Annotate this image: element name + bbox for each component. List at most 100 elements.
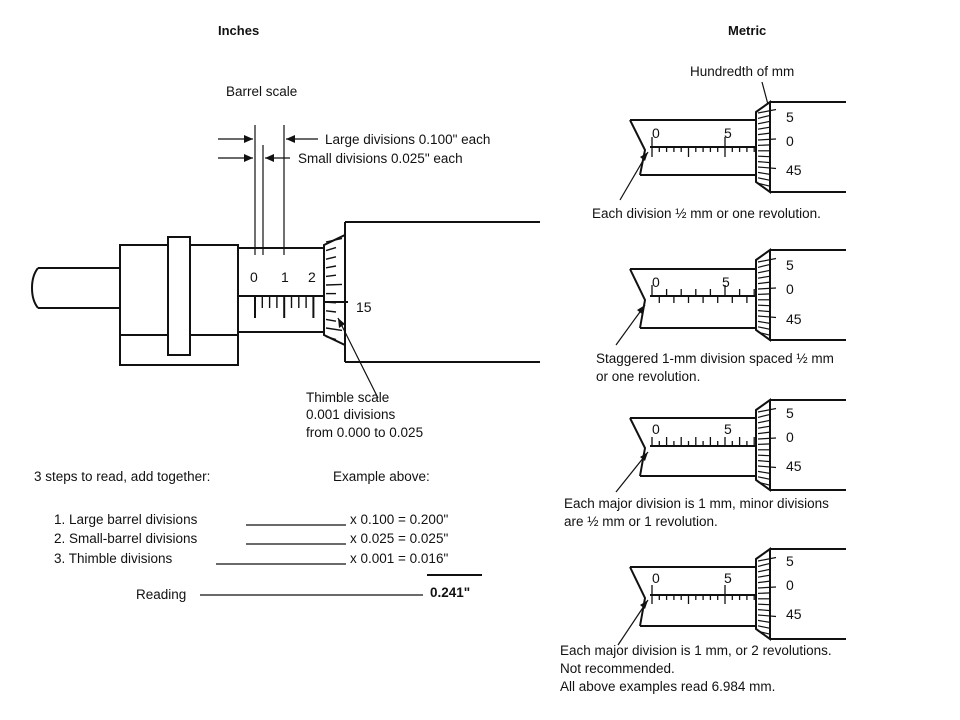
metric-caption: Each major division is 1 mm, minor divis… [564, 496, 829, 511]
metric-thimble-number: 0 [786, 281, 794, 297]
scale-tick [757, 603, 771, 606]
metric-panel: 0 5 5 0 45 Staggered 1-mm division space… [596, 248, 846, 384]
metric-thimble-number: 45 [786, 162, 802, 178]
step-formula: x 0.001 = 0.016" [350, 551, 448, 566]
step-formula: x 0.100 = 0.200" [350, 512, 448, 527]
scale-tick [757, 562, 771, 567]
scale-tick [757, 407, 777, 413]
scale-tick [757, 609, 771, 612]
step-formula: x 0.025 = 0.025" [350, 531, 448, 546]
scale-tick [757, 619, 771, 623]
scale-tick [757, 443, 771, 445]
inch-micrometer: 0 1 2 15 Barrel scale Large divisions 0.… [31, 84, 540, 440]
scale-tick [757, 574, 771, 578]
metric-panel: 0 5 5 0 45 Each division ½ mm or one rev… [592, 100, 846, 221]
scale-tick [757, 592, 771, 594]
metric-header: Metric [728, 23, 766, 38]
metric-thimble-number: 5 [786, 553, 794, 569]
metric-caption: All above examples read 6.984 mm. [560, 679, 775, 694]
scale-tick [757, 275, 771, 279]
scale-tick [757, 465, 777, 469]
metric-thimble-number: 45 [786, 458, 802, 474]
barrel-sleeve [237, 247, 325, 333]
scale-tick [757, 419, 771, 424]
steps-title: 3 steps to read, add together: [34, 469, 210, 484]
barrel-number: 2 [308, 269, 316, 285]
example-title: Example above: [333, 469, 430, 484]
metric-barrel-number: 0 [652, 570, 660, 586]
scale-tick [757, 454, 771, 457]
metric-thimble-number: 5 [786, 109, 794, 125]
barrel-ticks [254, 296, 315, 318]
scale-tick [757, 155, 771, 158]
scale-tick [757, 304, 771, 307]
scale-tick [757, 437, 777, 440]
scale-tick [757, 166, 777, 170]
step-label: 1. Large barrel divisions [54, 512, 198, 527]
metric-barrel-number: 0 [652, 125, 660, 141]
metric-caption: or one revolution. [596, 369, 700, 384]
metric-caption: Not recommended. [560, 661, 675, 676]
metric-barrel-number: 5 [724, 570, 732, 586]
metric-thimble-ticks [757, 556, 777, 635]
scale-tick [325, 283, 343, 286]
metric-thimble-number: 45 [786, 311, 802, 327]
metric-barrel-number: 0 [652, 421, 660, 437]
scale-tick [325, 335, 337, 341]
reading-value: 0.241" [430, 585, 470, 600]
scale-tick [757, 171, 771, 175]
scale-tick [757, 177, 771, 181]
scale-tick [757, 556, 777, 562]
thimble-leader-line [337, 317, 379, 399]
metric-barrel-ticks [651, 585, 755, 604]
scale-tick [757, 470, 771, 474]
scale-tick [325, 246, 337, 252]
metric-barrel-ticks [651, 137, 755, 157]
metric-panel: 0 5 5 0 45 Each major division is 1 mm, … [564, 398, 846, 529]
scale-tick [757, 331, 771, 336]
metric-panel: 0 5 5 0 45 Each major division is 1 mm, … [560, 547, 846, 694]
metric-panels: 0 5 5 0 45 Each division ½ mm or one rev… [560, 100, 846, 694]
reading-label: Reading [136, 587, 186, 602]
metric-thimble-ticks [757, 108, 777, 187]
scale-tick [757, 614, 777, 618]
scale-tick [325, 274, 337, 278]
scale-tick [757, 161, 771, 164]
scale-tick [325, 237, 343, 243]
thimble-scale-label: Thimble scale [306, 390, 389, 405]
scale-tick [325, 265, 337, 269]
scale-tick [757, 138, 777, 141]
scale-tick [757, 413, 771, 418]
scale-tick [757, 257, 777, 263]
scale-tick [757, 287, 777, 290]
reading-steps: 3 steps to read, add together: Example a… [34, 469, 482, 602]
metric-caption: Each division ½ mm or one revolution. [592, 206, 821, 221]
metric-thimble-number: 45 [786, 606, 802, 622]
barrel-number: 1 [281, 269, 289, 285]
lock-nut [167, 236, 191, 356]
metric-thimble-number: 0 [786, 577, 794, 593]
metric-barrel-number: 5 [722, 274, 730, 290]
metric-barrel-number: 5 [724, 421, 732, 437]
scale-tick [757, 326, 771, 330]
scale-tick [757, 281, 771, 285]
small-divisions-label: Small divisions 0.025" each [298, 151, 463, 166]
scale-tick [757, 625, 771, 629]
scale-tick [757, 120, 771, 125]
hundredth-label: Hundredth of mm [690, 64, 794, 79]
step-label: 3. Thimble divisions [54, 551, 173, 566]
metric-thimble-number: 5 [786, 405, 794, 421]
scale-tick [757, 425, 771, 429]
barrel-scale-label: Barrel scale [226, 84, 297, 99]
scale-tick [757, 310, 771, 313]
metric-thimble-number: 0 [786, 429, 794, 445]
thimble-scale-label: from 0.000 to 0.025 [306, 425, 423, 440]
scale-tick [757, 586, 777, 589]
step-label: 2. Small-barrel divisions [54, 531, 198, 546]
scale-tick [757, 293, 771, 295]
metric-barrel-number: 5 [724, 125, 732, 141]
scale-tick [757, 320, 771, 324]
scale-tick [757, 460, 771, 463]
scale-tick [757, 182, 771, 187]
